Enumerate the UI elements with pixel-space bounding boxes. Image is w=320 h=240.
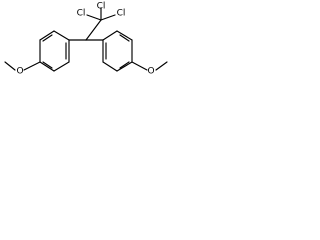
bond-ccl3-to-cl-right <box>100 14 116 21</box>
right-ring-to-oxygen <box>131 61 148 71</box>
left-aromatic-ring <box>4 30 70 72</box>
right-ring-double-bond-3 <box>119 34 130 42</box>
left-oxygen-to-methyl <box>4 61 16 71</box>
left-ring-bond-2 <box>53 61 70 72</box>
bond-ccl3-to-central-carbon <box>85 19 102 41</box>
right-aromatic-ring <box>102 30 168 72</box>
trichloroethyl-group <box>85 7 116 41</box>
left-ring-bond-3 <box>39 61 55 72</box>
bond-ccl3-to-cl-left <box>86 14 102 21</box>
oxygen-label-left: O <box>16 67 23 77</box>
chlorine-label-right: Cl <box>117 9 126 19</box>
left-ring-double-bond-3 <box>42 34 53 42</box>
right-ring-bond-6 <box>102 30 118 41</box>
left-ring-double-bond-2 <box>42 61 53 69</box>
right-ring-bond-5 <box>116 30 133 41</box>
left-ring-bond-6 <box>53 30 70 41</box>
atom-labels: Cl Cl Cl O O <box>16 2 154 77</box>
right-ring-double-bond-2 <box>119 61 130 69</box>
chemical-structure-diagram: Cl Cl Cl O O <box>4 2 168 77</box>
oxygen-label-right: O <box>147 67 154 77</box>
right-ring-bond-3 <box>116 61 133 72</box>
left-ring-bond-5 <box>39 30 55 41</box>
chlorine-label-center: Cl <box>97 2 106 12</box>
right-oxygen-to-methyl <box>155 61 168 71</box>
chlorine-label-left: Cl <box>77 9 86 19</box>
left-ring-to-oxygen <box>23 61 41 71</box>
right-ring-bond-2 <box>102 61 118 72</box>
